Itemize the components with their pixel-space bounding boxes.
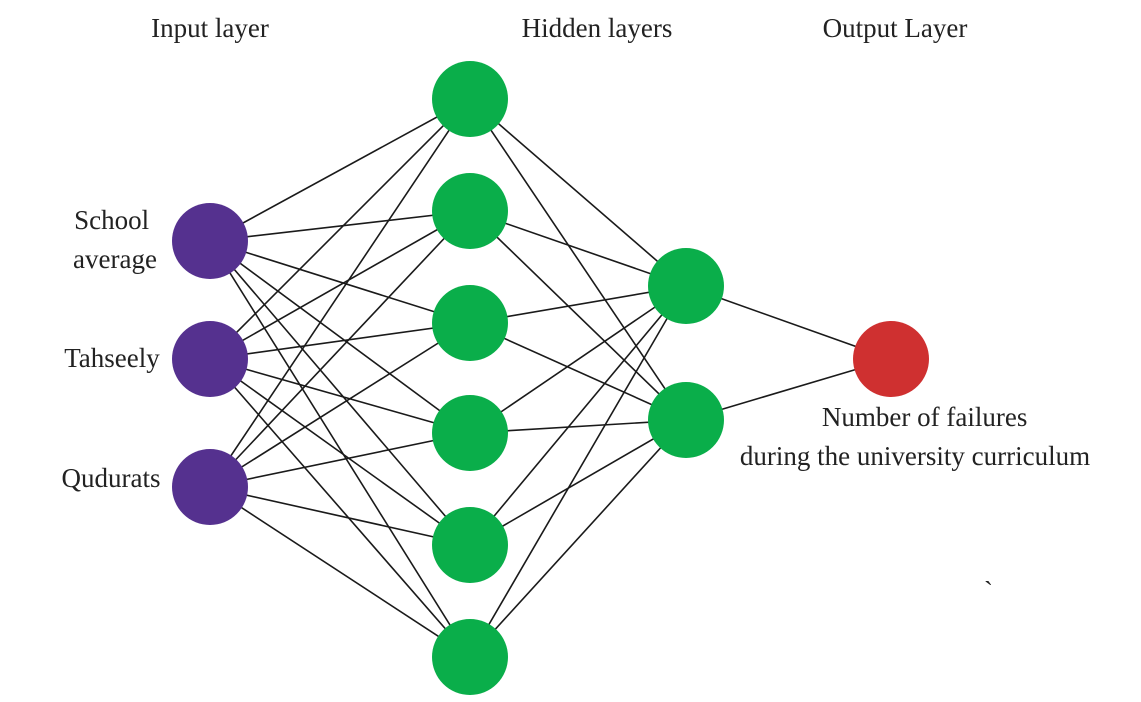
edge-input-0-hidden1-4 (209, 240, 471, 546)
input-label-tahseely: Tahseely (64, 343, 160, 373)
edge-input-1-hidden1-5 (209, 358, 471, 658)
edge-hidden1-2-hidden2-1 (469, 322, 687, 421)
edge-input-1-hidden1-1 (209, 210, 471, 360)
input-node-2 (172, 449, 248, 525)
edge-hidden1-1-hidden2-0 (469, 210, 687, 287)
output-node (853, 321, 929, 397)
hidden2-node-1 (648, 382, 724, 458)
edge-hidden1-1-hidden2-1 (469, 210, 687, 421)
edge-input-1-hidden1-2 (209, 322, 471, 360)
edge-input-2-hidden1-3 (209, 432, 471, 488)
output-layer-header: Output Layer (823, 13, 968, 43)
input-label-school-average: School average (73, 205, 157, 274)
edge-input-0-hidden1-0 (209, 98, 471, 242)
stray-mark: ` (984, 576, 993, 606)
input-layer-header: Input layer (151, 13, 269, 43)
nodes (172, 61, 929, 695)
edge-hidden1-4-hidden2-0 (469, 285, 687, 546)
output-label: Number of failures during the university… (740, 402, 1090, 471)
edge-hidden1-3-hidden2-0 (469, 285, 687, 434)
hidden1-node-2 (432, 285, 508, 361)
input-label-qudurats: Qudurats (62, 463, 161, 493)
edge-input-2-hidden1-2 (209, 322, 471, 488)
hidden1-node-5 (432, 619, 508, 695)
edge-input-1-hidden1-3 (209, 358, 471, 434)
hidden2-node-0 (648, 248, 724, 324)
hidden-layers-header: Hidden layers (522, 13, 673, 43)
edge-input-0-hidden1-1 (209, 210, 471, 242)
edge-input-0-hidden1-5 (209, 240, 471, 658)
edge-input-0-hidden1-2 (209, 240, 471, 324)
edge-hidden1-5-hidden2-0 (469, 285, 687, 658)
edge-input-2-hidden1-0 (209, 98, 471, 488)
edge-hidden1-0-hidden2-1 (469, 98, 687, 421)
edge-input-2-hidden1-1 (209, 210, 471, 488)
hidden1-node-1 (432, 173, 508, 249)
hidden1-node-0 (432, 61, 508, 137)
connections (209, 98, 892, 658)
input-node-1 (172, 321, 248, 397)
edge-input-2-hidden1-4 (209, 486, 471, 546)
edge-hidden1-4-hidden2-1 (469, 419, 687, 546)
edge-hidden1-0-hidden2-0 (469, 98, 687, 287)
edge-input-2-hidden1-5 (209, 486, 471, 658)
hidden1-node-3 (432, 395, 508, 471)
edge-input-1-hidden1-0 (209, 98, 471, 360)
edge-input-0-hidden1-3 (209, 240, 471, 434)
input-node-0 (172, 203, 248, 279)
edge-hidden1-5-hidden2-1 (469, 419, 687, 658)
hidden1-node-4 (432, 507, 508, 583)
edge-input-1-hidden1-4 (209, 358, 471, 546)
